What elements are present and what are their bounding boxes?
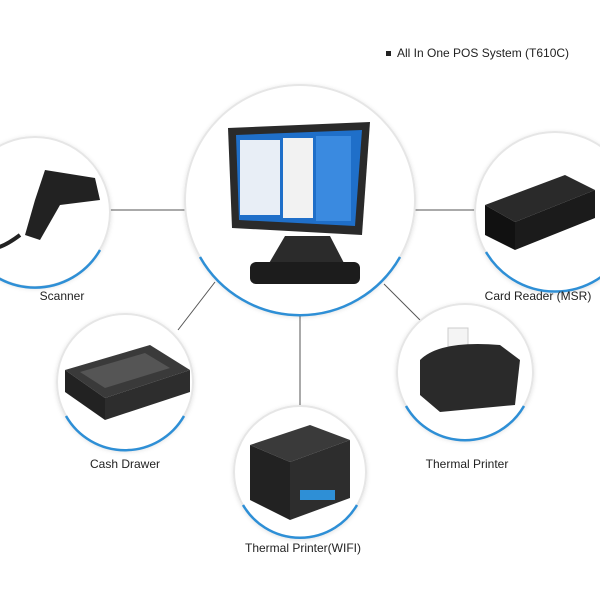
label-thermal-printer: Thermal Printer xyxy=(425,457,509,471)
bullet-icon xyxy=(386,51,391,57)
card-reader-image xyxy=(485,175,595,250)
label-cash-drawer: Cash Drawer xyxy=(89,457,161,471)
thermal-printer-wifi-image xyxy=(250,425,350,520)
cash-drawer-image xyxy=(65,345,190,420)
thermal-printer-image xyxy=(420,327,520,412)
label-scanner: Scanner xyxy=(39,289,85,303)
product-title: All In One POS System (T610C) xyxy=(386,46,569,60)
product-title-text: All In One POS System (T610C) xyxy=(397,46,570,60)
connector-lines xyxy=(110,209,476,405)
pos-terminal-image xyxy=(228,122,370,284)
label-card-reader: Card Reader (MSR) xyxy=(484,289,592,303)
label-thermal-printer-wifi: Thermal Printer(WIFI) xyxy=(244,541,362,555)
scanner-image xyxy=(0,170,100,249)
